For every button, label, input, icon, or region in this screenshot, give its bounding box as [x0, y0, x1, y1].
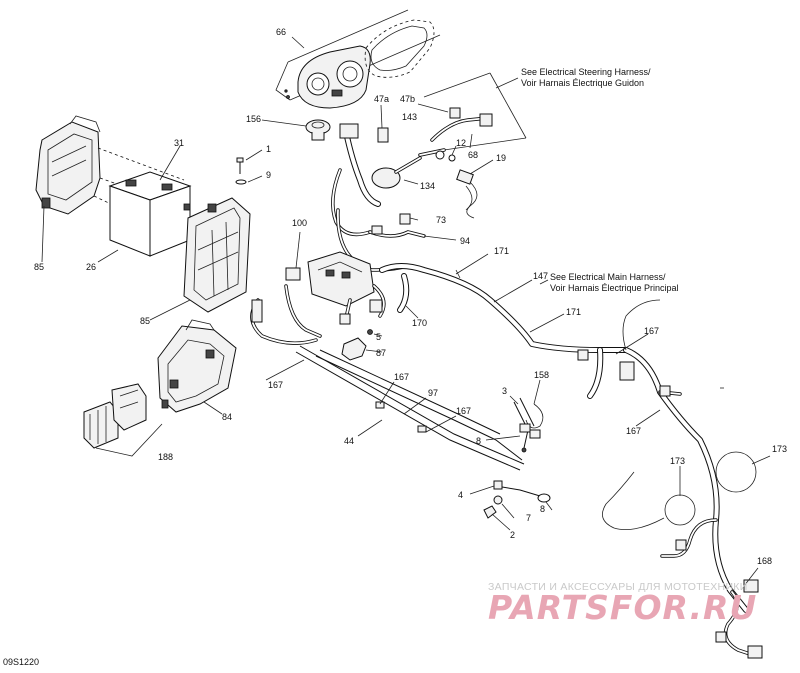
- callout-84: 84: [222, 412, 233, 422]
- callout-173a: 173: [670, 456, 686, 466]
- callout-73: 73: [436, 215, 447, 225]
- callout-2: 2: [510, 530, 516, 540]
- callout-47b: 47b: [400, 94, 416, 104]
- callout-85b: 85: [140, 316, 151, 326]
- callout-9: 9: [266, 170, 272, 180]
- callout-167c: 167: [394, 372, 410, 382]
- callout-100: 100: [292, 218, 308, 228]
- part-158: [485, 379, 544, 453]
- callout-8a: 8: [476, 436, 482, 446]
- note-main-harness: See Electrical Main Harness/ Voir Harnai…: [550, 272, 679, 293]
- callout-66: 66: [276, 27, 287, 37]
- callout-170: 170: [412, 318, 428, 328]
- callout-47a: 47a: [374, 94, 390, 104]
- battery-box-85: [149, 197, 251, 321]
- battery-26: [97, 145, 192, 263]
- callout-168: 168: [757, 556, 773, 566]
- battery-cover-85: [35, 115, 101, 263]
- watermark-logo: PARTSFOR.RU: [488, 588, 758, 627]
- part-47a: [377, 127, 389, 143]
- watermark-tagline: ЗАПЧАСТИ И АКСЕССУАРЫ ДЛЯ МОТОТЕХНИКИ: [488, 581, 748, 593]
- bolt-1: [235, 149, 263, 185]
- callout-12: 12: [456, 138, 467, 148]
- callout-97: 97: [428, 388, 439, 398]
- callout-171b: 171: [566, 307, 582, 317]
- part-87: [341, 337, 383, 361]
- callout-68: 68: [468, 150, 479, 160]
- bracket-84: [157, 319, 237, 415]
- battery-cables-44-97: [265, 345, 525, 471]
- callout-156: 156: [246, 114, 262, 124]
- callout-1: 1: [266, 144, 272, 154]
- diagram-code: 09S1220: [3, 657, 40, 667]
- part-156: [261, 119, 331, 141]
- callout-173b: 173: [772, 444, 788, 454]
- callout-188: 188: [158, 452, 174, 462]
- note-steering-harness: See Electrical Steering Harness/ Voir Ha…: [521, 67, 651, 88]
- callout-7: 7: [526, 513, 532, 523]
- callout-143: 143: [402, 112, 418, 122]
- callout-167b: 167: [268, 380, 284, 390]
- callout-31: 31: [174, 138, 185, 148]
- lower-hardware: [469, 480, 553, 531]
- battery-cables: [250, 284, 322, 345]
- callout-171a: 171: [494, 246, 510, 256]
- callout-19: 19: [496, 153, 507, 163]
- small-nut: [183, 203, 191, 211]
- callout-44: 44: [344, 436, 355, 446]
- steering-harness-group: [418, 72, 527, 160]
- callout-158: 158: [534, 370, 550, 380]
- callout-26: 26: [86, 262, 97, 272]
- callout-147: 147: [533, 271, 549, 281]
- callout-85a: 85: [34, 262, 45, 272]
- callout-87: 87: [376, 348, 387, 358]
- callout-167e: 167: [626, 426, 642, 436]
- part-19: [456, 159, 494, 219]
- callout-134: 134: [420, 181, 436, 191]
- callout-5: 5: [376, 332, 382, 342]
- steering-harness: [331, 123, 426, 272]
- part-100: [285, 231, 301, 281]
- callout-3: 3: [502, 386, 508, 396]
- fuse-box: [307, 251, 386, 325]
- callout-167d: 167: [456, 406, 472, 416]
- callout-4: 4: [458, 490, 464, 500]
- gauge-cluster: [275, 9, 441, 109]
- callout-8b: 8: [540, 504, 546, 514]
- callout-94: 94: [460, 236, 471, 246]
- part-188: [83, 383, 163, 457]
- main-harness: [379, 263, 763, 659]
- callout-167a: 167: [644, 326, 660, 336]
- part-5: [367, 329, 373, 335]
